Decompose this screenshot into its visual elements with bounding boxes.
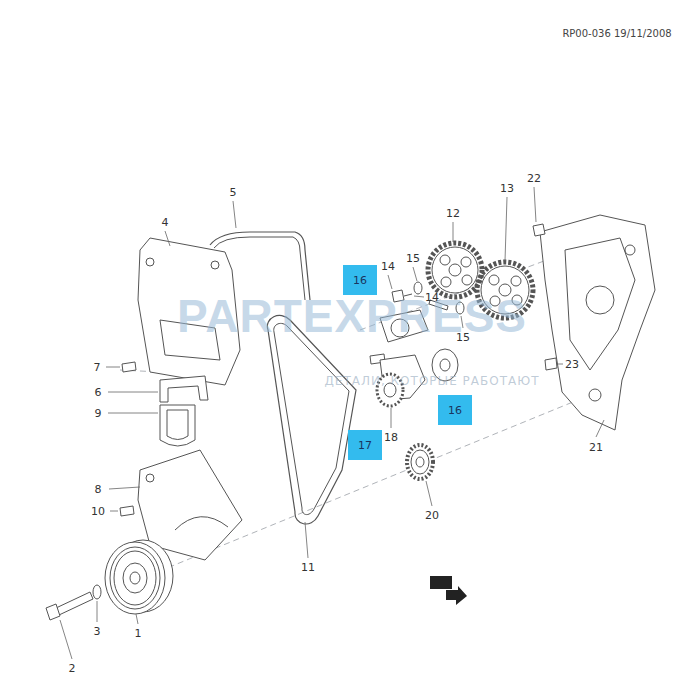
front-arrow-icon — [430, 576, 467, 605]
parts — [46, 215, 655, 620]
highlight-callout-box: 17 — [348, 430, 382, 460]
callout-number: 8 — [95, 484, 102, 495]
callout-number: 22 — [527, 173, 541, 184]
watermark: ДЕТАЛИ, КОТОРЫЕ РАБОТАЮТ — [324, 375, 539, 387]
watermark: PARTEXPRESS — [177, 293, 527, 339]
callout-number: 23 — [565, 359, 579, 370]
center-lines — [120, 255, 590, 575]
callout-number: 20 — [425, 510, 439, 521]
callout-number: 15 — [456, 332, 470, 343]
callout-number: 21 — [589, 442, 603, 453]
callout-number: 1 — [135, 628, 142, 639]
callout-number: 7 — [94, 362, 101, 373]
leader-lines — [60, 187, 604, 659]
callout-number: 12 — [446, 208, 460, 219]
callout-number: 17 — [358, 439, 372, 452]
callout-number: 3 — [94, 626, 101, 637]
callout-number: 16 — [448, 404, 462, 417]
callout-number: 9 — [95, 408, 102, 419]
callout-number: 11 — [301, 562, 315, 573]
callout-number: 14 — [425, 292, 439, 303]
callout-number: 13 — [500, 183, 514, 194]
drawing-code: RP00-036 19/11/2008 — [562, 29, 671, 39]
callout-number: 10 — [91, 506, 105, 517]
highlight-callout-box: 16 — [343, 265, 377, 295]
callout-number: 15 — [406, 253, 420, 264]
callout-number: 5 — [230, 187, 237, 198]
callout-number: 14 — [381, 261, 395, 272]
highlight-callout-box: 16 — [438, 395, 472, 425]
callout-number: 4 — [162, 217, 169, 228]
callout-number: 18 — [384, 432, 398, 443]
callout-number: 2 — [69, 663, 76, 674]
callout-number: 16 — [353, 274, 367, 287]
callout-number: 6 — [95, 387, 102, 398]
